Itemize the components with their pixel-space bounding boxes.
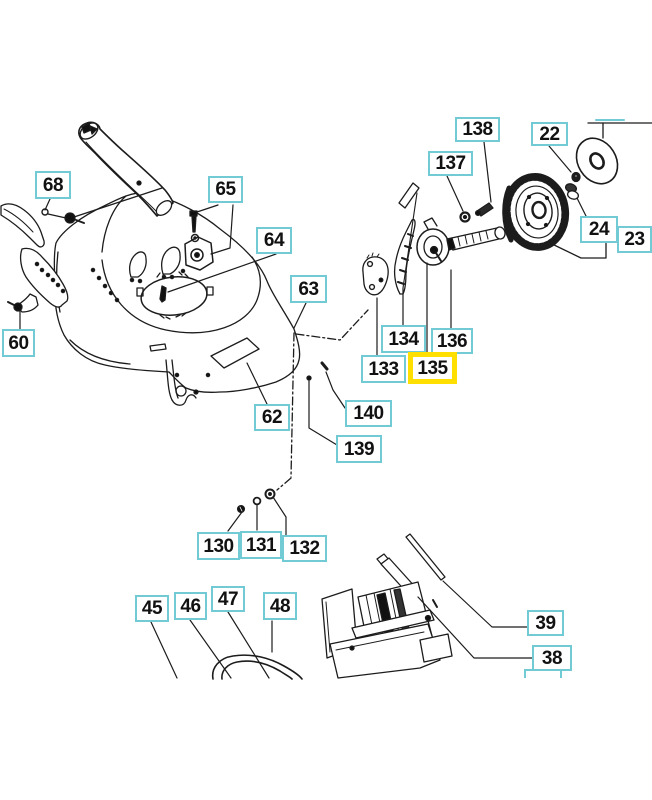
wheel-bushing xyxy=(564,183,580,200)
hardware-130-131-132 xyxy=(236,488,276,514)
part-label-132[interactable]: 132 xyxy=(282,535,327,562)
part-label-140[interactable]: 140 xyxy=(345,400,392,427)
deck-detail-guides xyxy=(129,246,186,284)
part-label-38[interactable]: 38 xyxy=(532,645,572,671)
part-138-bolt xyxy=(474,202,494,217)
part-label-62[interactable]: 62 xyxy=(254,404,290,431)
part-label-63[interactable]: 63 xyxy=(290,275,327,303)
part-label-133[interactable]: 133 xyxy=(361,355,406,383)
part-label-136[interactable]: 136 xyxy=(431,328,473,354)
leader-lines xyxy=(19,141,587,679)
centerline xyxy=(276,309,369,491)
part-label-23[interactable]: 23 xyxy=(617,226,652,253)
part-label-24[interactable]: 24 xyxy=(580,216,618,243)
part-label-135[interactable]: 135 xyxy=(408,352,457,384)
part-label-48[interactable]: 48 xyxy=(263,592,297,620)
part-134-strap xyxy=(393,182,420,295)
part-label-130[interactable]: 130 xyxy=(197,532,240,560)
wheel-group-bracket xyxy=(549,119,652,259)
part-label-39[interactable]: 39 xyxy=(527,610,564,636)
part-label-22[interactable]: 22 xyxy=(531,122,568,146)
part-label-45[interactable]: 45 xyxy=(135,595,169,622)
part-label-46[interactable]: 46 xyxy=(174,592,207,620)
part-label-134[interactable]: 134 xyxy=(381,325,426,353)
part-137-nut xyxy=(459,211,471,223)
part-133-plate xyxy=(362,252,389,296)
part-label-partial[interactable] xyxy=(524,669,562,678)
wheel xyxy=(502,173,570,251)
part-label-47[interactable]: 47 xyxy=(211,586,245,612)
part-60-bolt xyxy=(7,301,23,312)
part-label-68[interactable]: 68 xyxy=(35,171,71,199)
deck-center-opening xyxy=(136,271,214,320)
part-136-arm xyxy=(402,192,506,289)
part-label-60[interactable]: 60 xyxy=(2,329,35,357)
wheel-nut xyxy=(571,171,581,183)
hardware-139-140 xyxy=(306,361,329,381)
deck-skirt-details xyxy=(90,267,211,406)
chassis-housing xyxy=(321,581,453,679)
part-64-bracket xyxy=(184,236,214,271)
part-label-138[interactable]: 138 xyxy=(455,117,500,142)
rod-39 xyxy=(405,533,446,581)
part-label-64[interactable]: 64 xyxy=(256,227,292,254)
part-label-131[interactable]: 131 xyxy=(240,531,282,559)
part-65-bolt xyxy=(189,210,200,243)
part-label-139[interactable]: 139 xyxy=(336,435,382,463)
part-label-65[interactable]: 65 xyxy=(208,176,243,203)
deck-plate-62 xyxy=(149,337,260,369)
wheel-cover-disc xyxy=(575,137,619,185)
part-label-137[interactable]: 137 xyxy=(428,151,473,176)
